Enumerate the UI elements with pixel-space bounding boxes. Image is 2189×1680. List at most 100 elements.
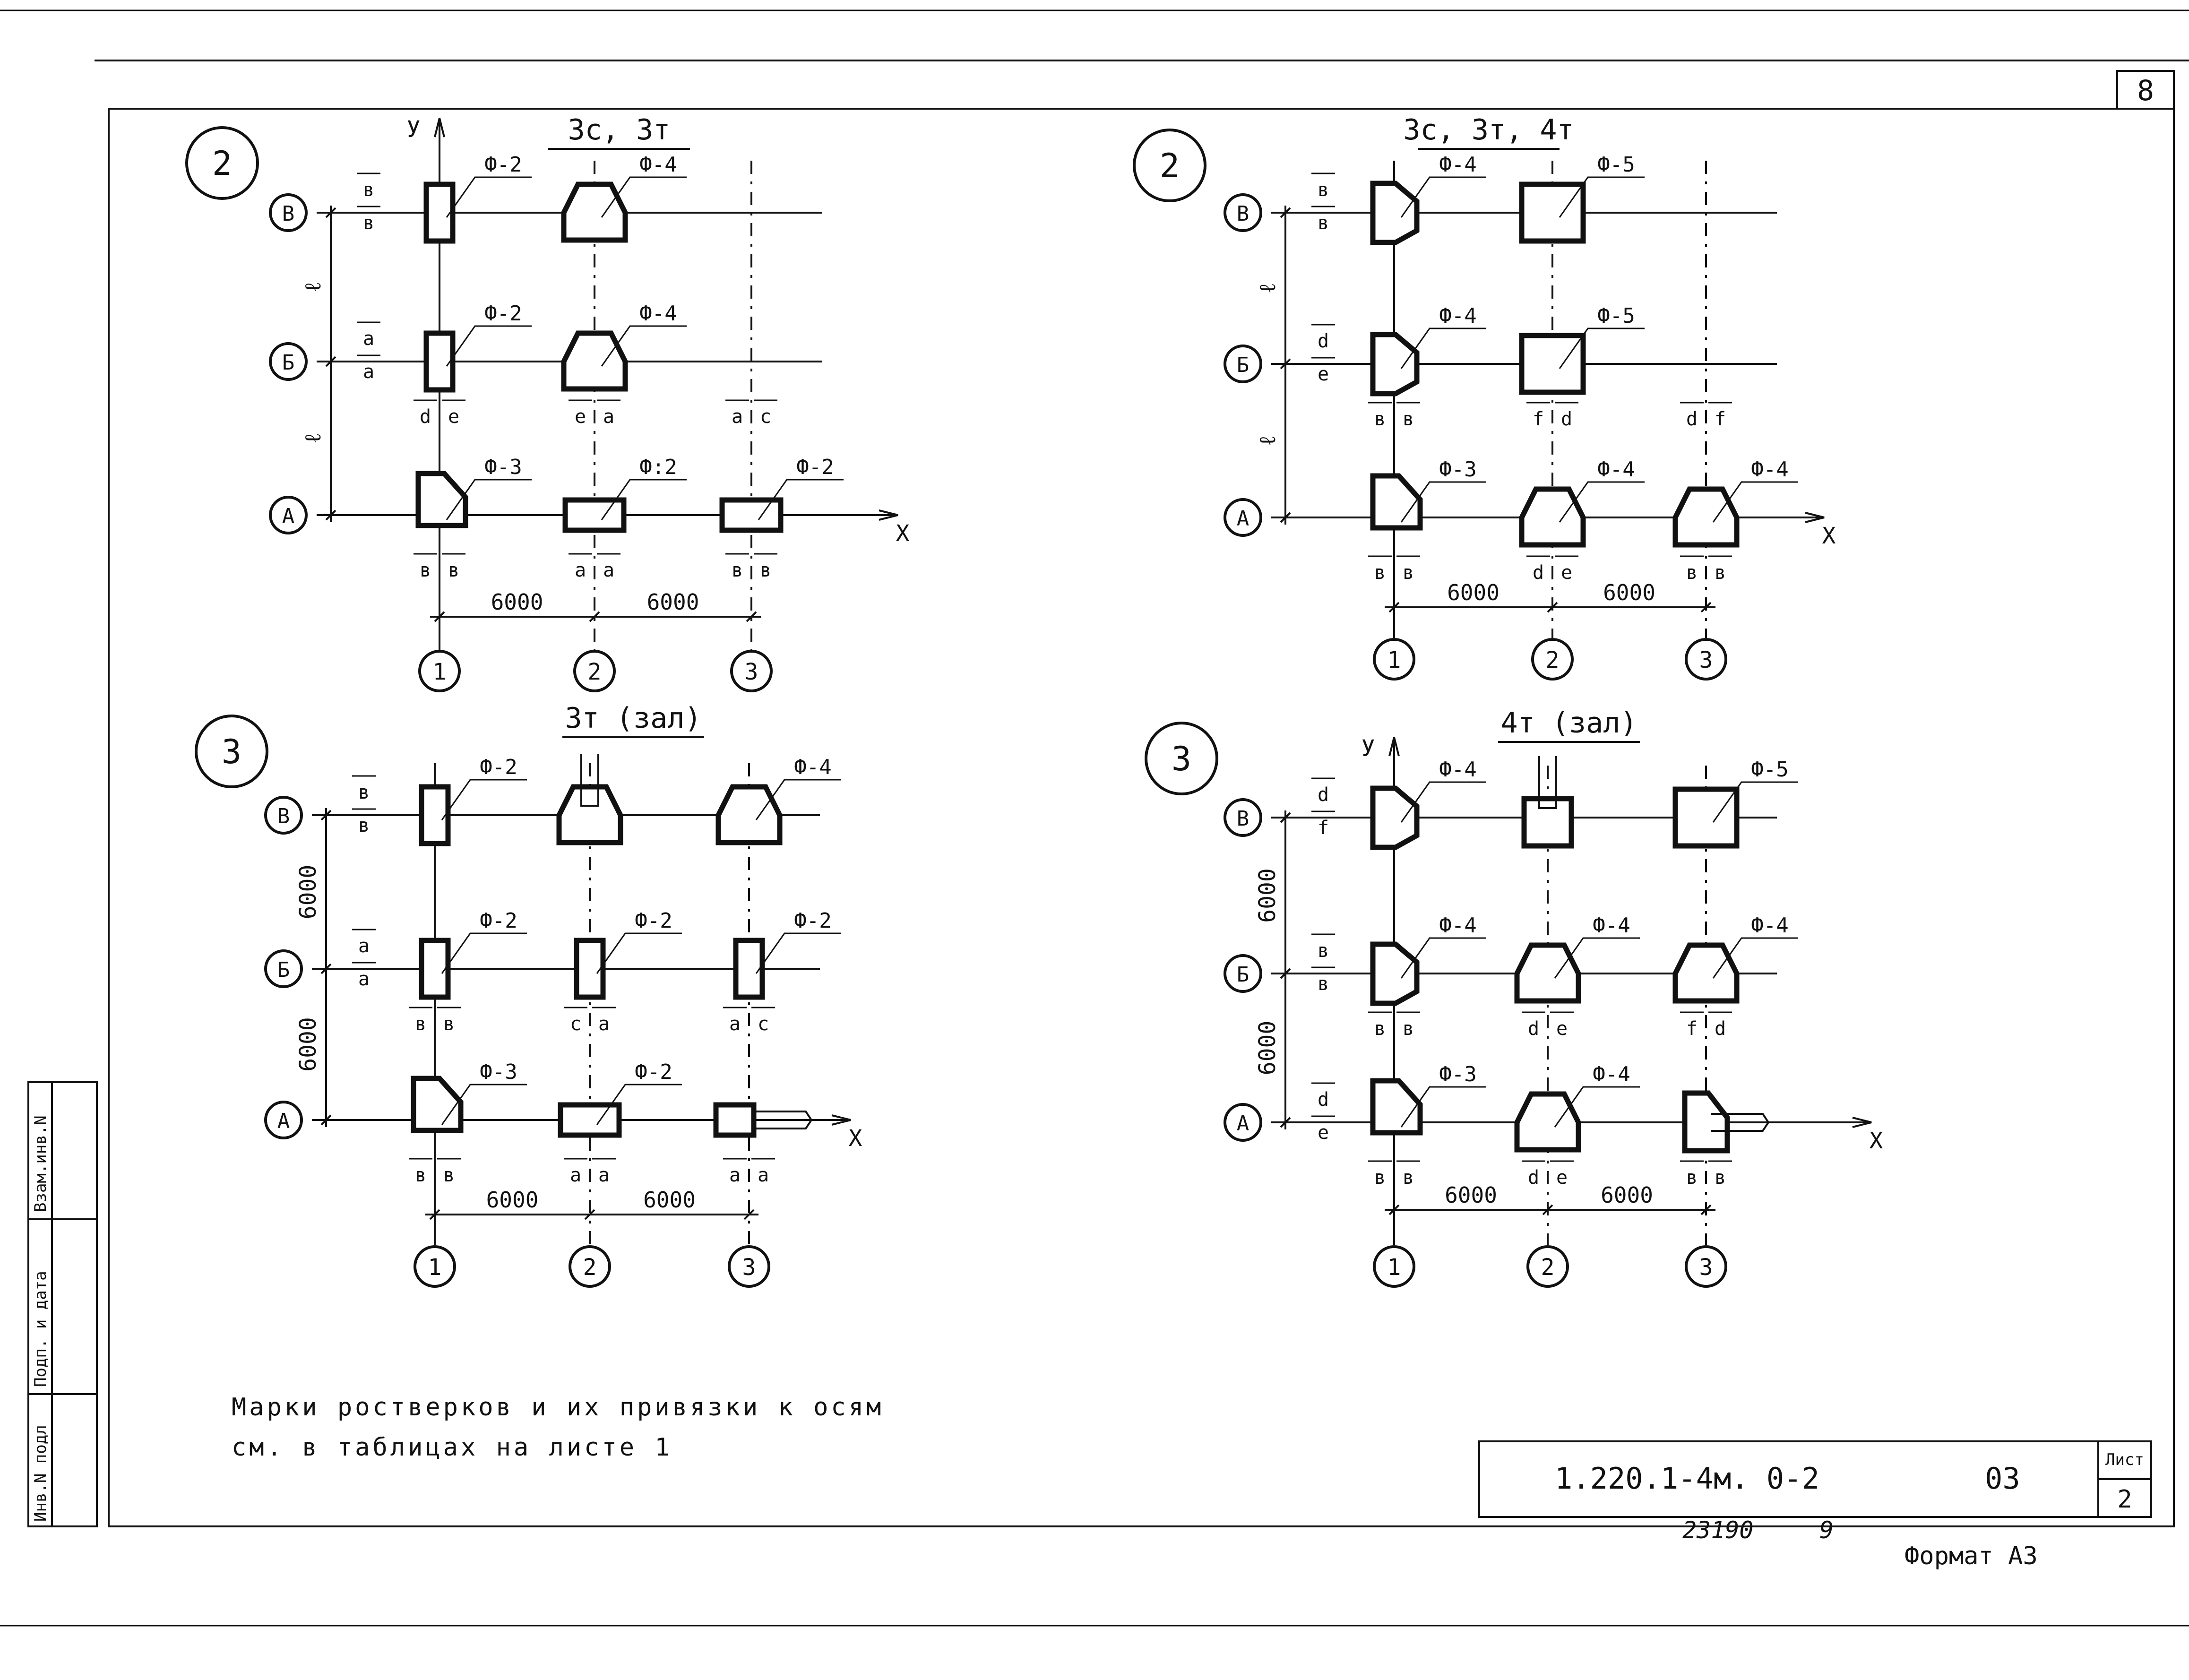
row-axis-label: А (1237, 1111, 1250, 1136)
dimension-tick (1280, 968, 1291, 979)
mark-leader (446, 325, 532, 367)
dimension-small-label: в (1686, 1167, 1698, 1189)
mark-leader (601, 479, 687, 520)
stamp-vzam-inv: Взам.инв.N (31, 1115, 50, 1212)
mark-leader (441, 779, 527, 820)
foundation-pent (1370, 332, 1420, 396)
foundation (1672, 786, 1740, 849)
foundation (423, 330, 456, 393)
foundation-mark-label: Ф-4 (1751, 913, 1788, 938)
mark-leader (601, 176, 687, 218)
row-axis-bubble (1224, 345, 1262, 383)
dimension-tick (1280, 1117, 1291, 1128)
archive-number: 23190 (1682, 1516, 1754, 1544)
mark-leader (1712, 481, 1798, 523)
panel-number: 2 (1160, 146, 1180, 185)
foundation-trap (561, 330, 628, 392)
foundation (411, 1076, 464, 1133)
foundation (733, 938, 765, 1000)
dimension-tick (320, 963, 332, 974)
dimension-small-label: а (729, 1013, 741, 1035)
x-axis-arrow (1805, 512, 1825, 523)
x-axis-label: Х (849, 1125, 862, 1152)
foundation-rect (423, 330, 456, 393)
row-axis-bubble (269, 496, 308, 534)
dimension-small-label: е (1556, 1018, 1568, 1040)
row-axis-label: В (1237, 202, 1250, 226)
column-axis-label: 3 (742, 1254, 756, 1281)
mark-leader (446, 176, 532, 218)
dimension-small-label: в (1686, 562, 1698, 584)
row-axis-bubble (264, 1101, 303, 1139)
mark-leader (1554, 1086, 1640, 1128)
dimension-small-label: d (1528, 1018, 1539, 1040)
dimension-small-label: а (363, 361, 374, 383)
dimension-small-label: в (1715, 562, 1726, 584)
dimension-tick (1388, 602, 1400, 613)
foundation-mark-label: Ф-4 (1593, 1062, 1630, 1086)
row-axis-bubble (269, 342, 308, 381)
column-axis-label: 1 (433, 659, 447, 685)
x-axis-label: Х (1822, 523, 1836, 549)
y-axis-arrow (1388, 737, 1400, 757)
column-socket (580, 754, 599, 807)
foundation-trap (1672, 486, 1740, 548)
foundation-wideKey (713, 1102, 757, 1138)
dimension-small-label: в (1403, 1018, 1414, 1040)
foundation-rect (419, 938, 451, 1000)
dimension-small-label: а (603, 406, 614, 428)
sheet-number-corner: 8 (2137, 74, 2154, 107)
foundation (1370, 181, 1420, 245)
foundation (1682, 1090, 1770, 1154)
foundation-trapKey2 (1682, 1090, 1730, 1154)
foundation (561, 181, 628, 243)
dimension-tick (1388, 1204, 1400, 1215)
foundation (1519, 333, 1586, 395)
dimension-small-label: в (443, 1164, 455, 1186)
foundation-trap (715, 784, 783, 845)
foundation (1370, 332, 1420, 396)
dimension-tick (320, 1114, 332, 1126)
foundation (1370, 1078, 1423, 1136)
foundation-rect (574, 938, 606, 1000)
foundation-mark-label: Ф-4 (1439, 758, 1476, 782)
tie-beam (754, 1111, 813, 1129)
dimension-small-label: в (415, 1164, 426, 1186)
foundation-mark-label: Ф-4 (1751, 457, 1788, 482)
column-axis-label: 1 (1388, 1254, 1401, 1281)
column-axis-bubble (1685, 1245, 1727, 1288)
column-axis-label: 3 (1699, 647, 1713, 673)
dimension-small-label: f (1715, 408, 1726, 430)
panel-number-bubble (1133, 129, 1207, 202)
foundation-rect (419, 784, 451, 846)
dimension-small-label: с (760, 406, 771, 428)
dimension-small-label: а (603, 560, 614, 581)
dimension-tick (325, 207, 336, 218)
dimension-small-label: е (448, 406, 459, 428)
panel-number: 2 (212, 144, 232, 183)
row-axis-bubble (1224, 193, 1262, 232)
dimension-small-label: с (758, 1013, 769, 1035)
dimension-small-label: а (363, 328, 374, 350)
mark-leader (441, 932, 527, 974)
dimension-small-label: f (1533, 408, 1544, 430)
dimension-small-label: в (1715, 1167, 1726, 1189)
mark-leader (601, 325, 687, 367)
panel-number: 3 (222, 732, 241, 771)
dimension-small-label: d (1318, 1089, 1329, 1111)
dimension-tick (584, 1209, 595, 1220)
x-axis-label: Х (1870, 1128, 1883, 1154)
archive-suffix: 9 (1819, 1516, 1834, 1544)
foundation-pent (1370, 785, 1420, 850)
foundation-sq (1672, 786, 1740, 849)
dimension-y-label: ℓ (300, 282, 326, 293)
dimension-x-label: 6000 (491, 589, 543, 615)
foundation (1519, 181, 1586, 244)
dimension-tick (429, 1209, 440, 1220)
dimension-small-label: d (1561, 408, 1572, 430)
foundation-pent (1370, 181, 1420, 245)
row-axis-label: Б (1237, 963, 1250, 987)
